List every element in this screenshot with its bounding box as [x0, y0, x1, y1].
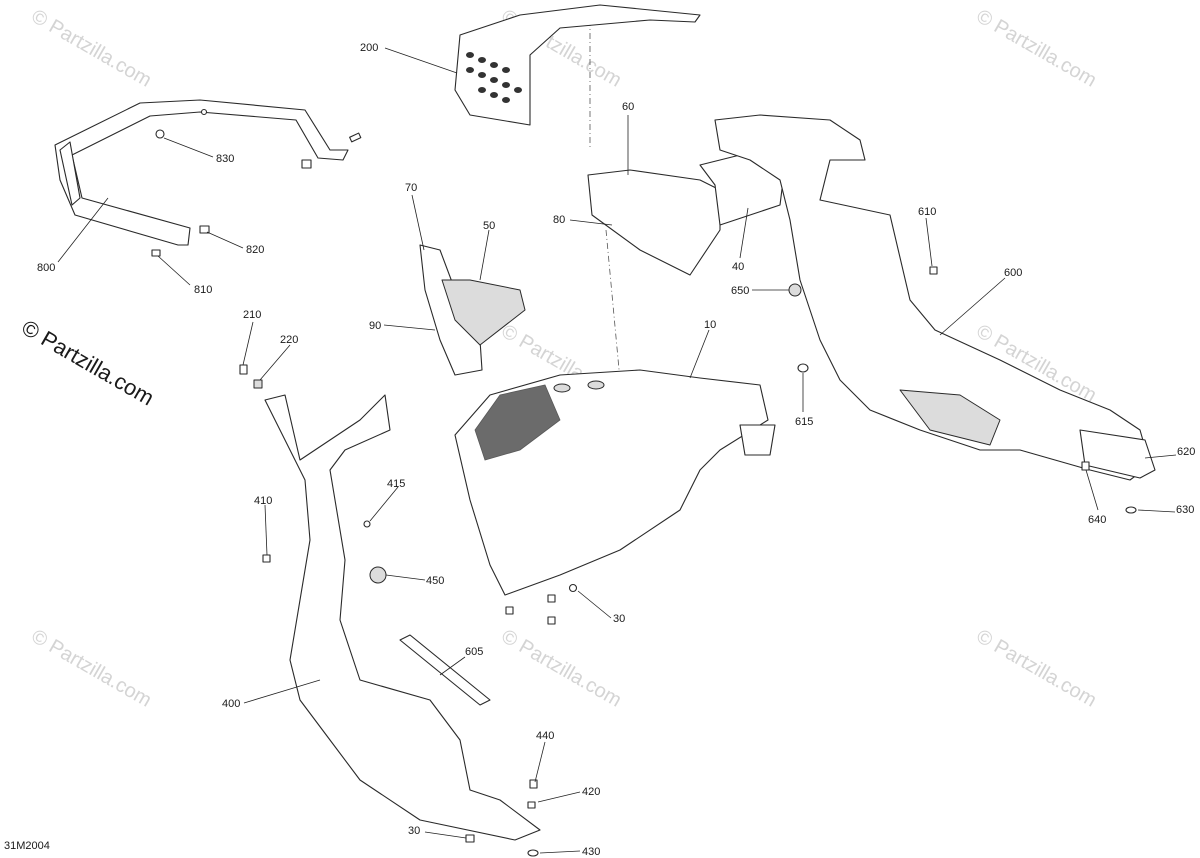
callout-830: 830 — [216, 153, 234, 165]
callout-30-front: 30 — [613, 613, 625, 625]
callout-450: 450 — [426, 575, 444, 587]
callout-610: 610 — [918, 206, 936, 218]
part-800-handle — [54, 99, 349, 246]
callout-10: 10 — [704, 319, 716, 331]
callout-410: 410 — [254, 495, 272, 507]
callout-30-lower: 30 — [408, 825, 420, 837]
watermark-text: © Partzilla.com — [973, 625, 1101, 711]
callout-810: 810 — [194, 284, 212, 296]
callout-630: 630 — [1176, 504, 1194, 516]
part-400-left-lower-panel — [264, 394, 541, 841]
watermark-text: © Partzilla.com — [28, 625, 156, 711]
callout-50: 50 — [483, 220, 495, 232]
part-200-upper-grille — [454, 4, 701, 126]
callout-80: 80 — [553, 214, 565, 226]
callout-650: 650 — [731, 285, 749, 297]
callout-labels: 200 830 820 810 800 60 80 40 70 50 90 10… — [37, 42, 1195, 858]
hardware-810-820-830 — [151, 132, 362, 257]
callout-220: 220 — [280, 334, 298, 346]
part-60-80-side-panel — [587, 149, 786, 276]
watermark-text: © Partzilla.com — [973, 5, 1101, 91]
watermark-text: © Partzilla.com — [28, 5, 156, 91]
callout-40: 40 — [732, 261, 744, 273]
callout-440: 440 — [536, 730, 554, 742]
callout-415: 415 — [387, 478, 405, 490]
callout-400: 400 — [222, 698, 240, 710]
callout-200: 200 — [360, 42, 378, 54]
watermark-prominent: © Partzilla.com — [18, 315, 159, 411]
callout-820: 820 — [246, 244, 264, 256]
leader-lines — [57, 47, 1177, 854]
callout-600: 600 — [1004, 267, 1022, 279]
part-830-washer — [155, 129, 165, 139]
callout-70: 70 — [405, 182, 417, 194]
diagram-code: 31M2004 — [4, 840, 50, 852]
callout-800: 800 — [37, 262, 55, 274]
hardware-misc — [239, 266, 1137, 857]
part-600-right-panel — [714, 114, 1156, 481]
callout-210: 210 — [243, 309, 261, 321]
callout-605: 605 — [465, 646, 483, 658]
part-70-50-90-deflector — [419, 244, 526, 376]
callout-430: 430 — [582, 846, 600, 858]
part-10-front-cowl — [454, 369, 776, 596]
callout-640: 640 — [1088, 514, 1106, 526]
callout-60: 60 — [622, 101, 634, 113]
callout-420: 420 — [582, 786, 600, 798]
callout-90: 90 — [369, 320, 381, 332]
callout-615: 615 — [795, 416, 813, 428]
watermark-text: © Partzilla.com — [498, 625, 626, 711]
callout-620: 620 — [1177, 446, 1195, 458]
